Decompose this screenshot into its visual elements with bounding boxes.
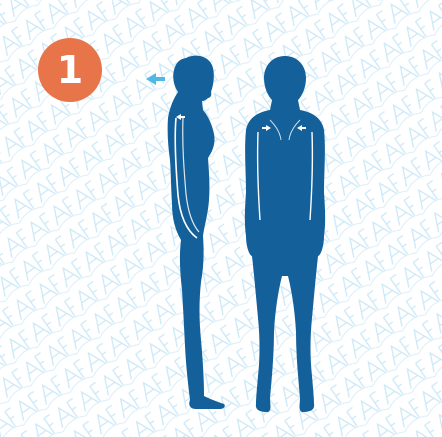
- arrow-left-icon: [146, 73, 165, 85]
- woman-back-silhouette-icon: [245, 56, 325, 412]
- woman-side-silhouette-icon: [168, 56, 225, 409]
